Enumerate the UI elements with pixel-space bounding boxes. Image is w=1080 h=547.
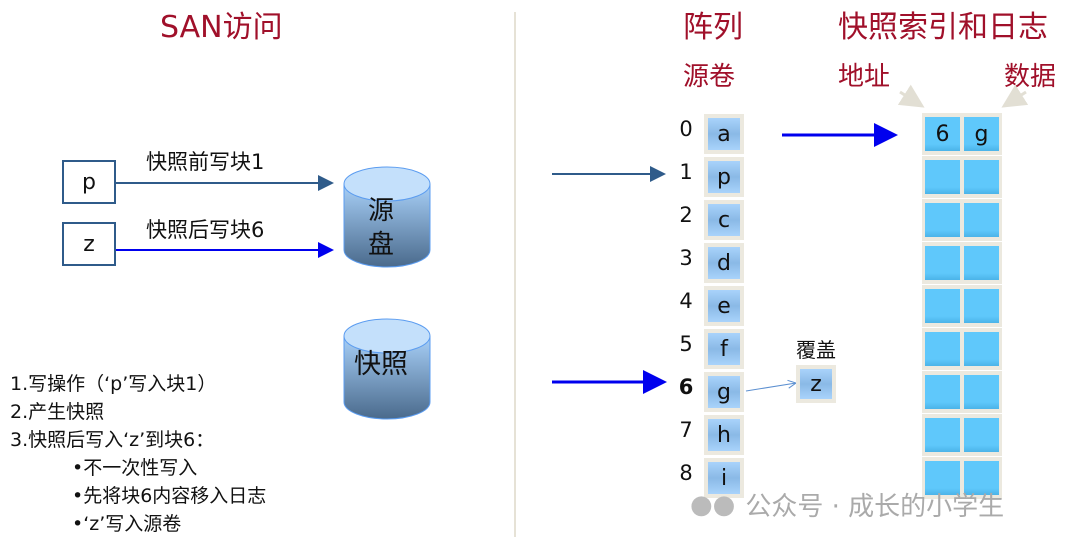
log-row <box>922 199 1002 241</box>
snapshot-disk-icon <box>343 318 431 420</box>
address-pointer <box>897 84 925 108</box>
source-block: c <box>704 200 744 240</box>
log-row <box>922 285 1002 327</box>
source-block: e <box>704 286 744 326</box>
block-index: 4 <box>679 289 693 313</box>
log-address <box>925 289 960 323</box>
log-data <box>964 289 999 323</box>
step-2: 2.产生快照 <box>10 401 105 423</box>
address-label: 地址 <box>838 62 891 92</box>
source-disk-icon <box>343 166 431 268</box>
source-disk-label-1: 源 <box>367 196 394 226</box>
watermark: ●● 公众号 · 成长的小学生 <box>690 489 1005 523</box>
log-data <box>964 160 999 194</box>
step-3a: •不一次性写入 <box>72 457 198 479</box>
label-before-snapshot: 快照前写块1 <box>146 150 265 174</box>
block-index: 2 <box>679 203 693 227</box>
block-index: 6 <box>678 375 694 399</box>
source-block: i <box>704 458 744 498</box>
divider <box>514 12 516 537</box>
log-data <box>964 246 999 280</box>
log-address <box>925 203 960 237</box>
source-block: p <box>704 157 744 197</box>
block-index: 5 <box>679 332 693 356</box>
block-index: 8 <box>679 461 693 485</box>
log-row <box>922 414 1002 456</box>
step-3c: •‘z’写入源卷 <box>72 513 182 535</box>
data-label: 数据 <box>1004 62 1057 92</box>
log-row <box>922 242 1002 284</box>
log-row <box>922 457 1002 499</box>
block-index: 7 <box>679 418 693 442</box>
log-data <box>964 375 999 409</box>
overwrite-cell: z <box>796 365 836 403</box>
label-after-snapshot: 快照后写块6 <box>146 218 265 242</box>
log-row <box>922 156 1002 198</box>
source-block: d <box>704 243 744 283</box>
source-block: f <box>704 329 744 369</box>
log-data <box>964 332 999 366</box>
block-index: 3 <box>679 246 693 270</box>
step-3: 3.快照后写入‘z’到块6： <box>10 429 215 451</box>
write-p-box: p <box>62 160 116 204</box>
log-address <box>925 160 960 194</box>
log-title: 快照索引和日志 <box>838 10 1048 45</box>
log-data <box>964 203 999 237</box>
log-data: g <box>964 117 999 151</box>
log-address: 6 <box>925 117 960 151</box>
wechat-icon: ●● <box>690 489 736 520</box>
step-1: 1.写操作（‘p’写入块1） <box>10 373 217 395</box>
log-address <box>925 246 960 280</box>
write-z-box: z <box>62 222 116 266</box>
overwrite-label: 覆盖 <box>796 338 836 362</box>
source-volume-label: 源卷 <box>683 62 736 92</box>
source-block: g <box>704 372 744 412</box>
source-block: h <box>704 415 744 455</box>
steps-list: 1.写操作（‘p’写入块1） 2.产生快照 3.快照后写入‘z’到块6： •不一… <box>10 370 266 538</box>
log-address <box>925 375 960 409</box>
step-3b: •先将块6内容移入日志 <box>72 485 267 507</box>
source-disk-label-2: 盘 <box>367 230 394 260</box>
log-address <box>925 332 960 366</box>
log-row <box>922 371 1002 413</box>
array-title: 阵列 <box>683 10 743 45</box>
block-index: 1 <box>679 160 693 184</box>
snapshot-disk-label: 快照 <box>354 349 408 380</box>
san-access-title: SAN访问 <box>160 10 283 45</box>
log-address <box>925 461 960 495</box>
log-data <box>964 461 999 495</box>
log-row <box>922 328 1002 370</box>
data-pointer <box>1001 84 1029 108</box>
block-index: 0 <box>679 117 693 141</box>
overwrite-arrow <box>745 383 796 392</box>
source-block: a <box>704 114 744 154</box>
log-address <box>925 418 960 452</box>
log-data <box>964 418 999 452</box>
